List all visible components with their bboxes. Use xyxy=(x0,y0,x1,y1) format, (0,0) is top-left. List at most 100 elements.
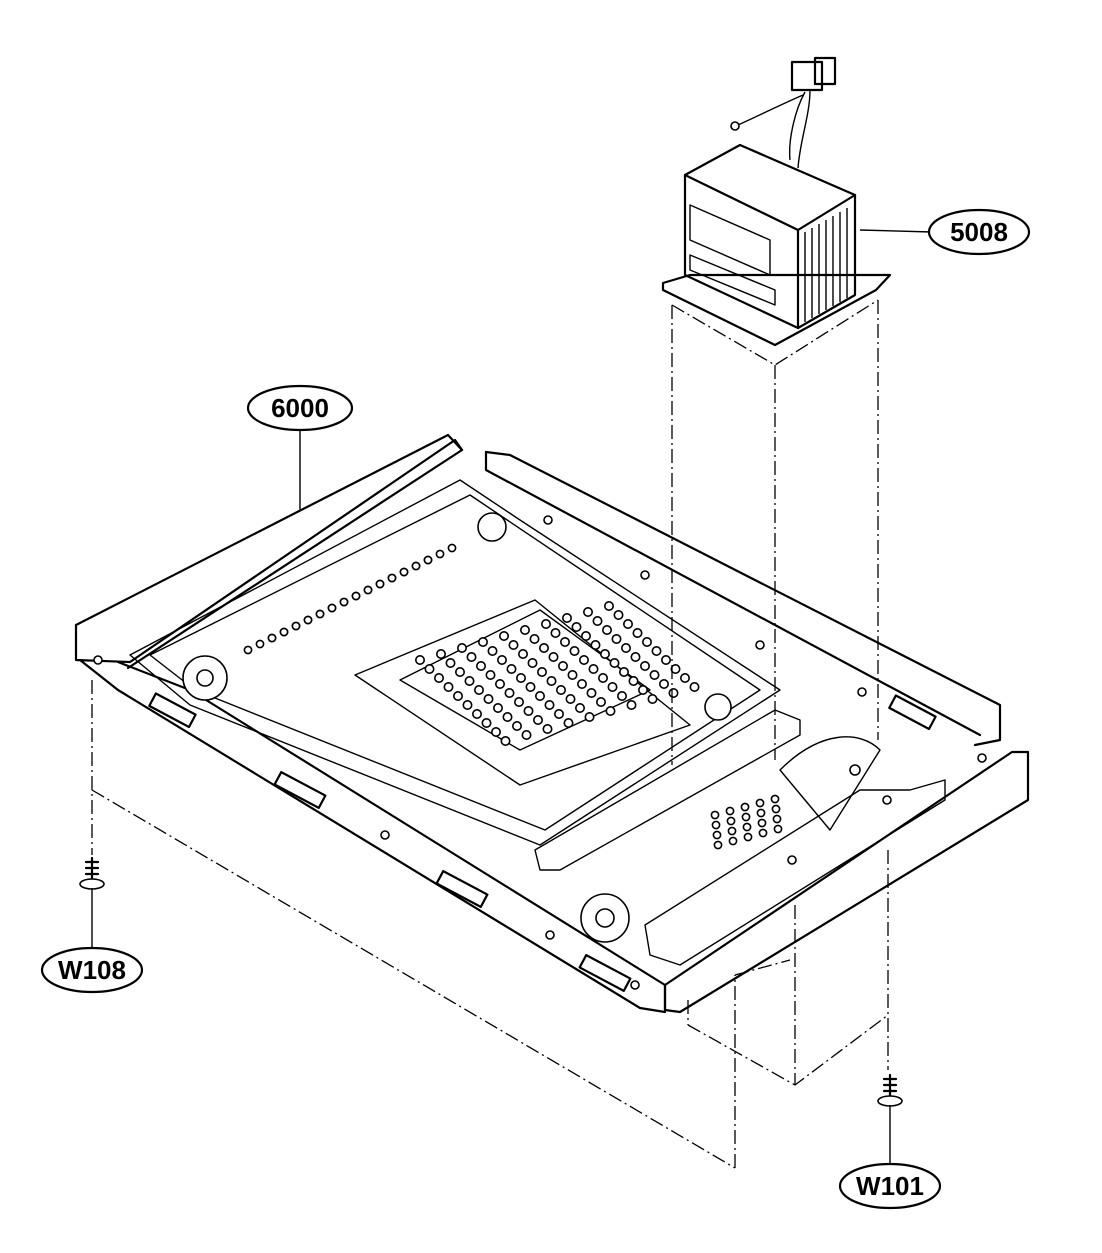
vent-hole xyxy=(452,690,463,701)
vent-hole xyxy=(529,633,540,644)
callout-5008: 5008 xyxy=(927,208,1031,256)
vent-hole xyxy=(557,660,568,671)
vent-hole xyxy=(339,597,349,607)
vent-hole xyxy=(315,609,325,619)
vent-hole xyxy=(475,660,486,671)
vent-hole xyxy=(506,663,517,674)
vent-hole xyxy=(500,735,511,746)
vent-hole xyxy=(611,633,622,644)
vent-hole xyxy=(456,642,467,653)
vent-hole xyxy=(569,645,580,656)
vent-hole xyxy=(243,645,253,655)
vent-hole xyxy=(567,669,578,680)
vent-hole xyxy=(443,681,454,692)
vent-hole xyxy=(711,820,721,830)
vent-hole xyxy=(742,822,752,832)
vent-hole xyxy=(609,657,620,668)
vent-hole xyxy=(727,826,737,836)
vent-hole xyxy=(595,696,606,707)
vent-hole xyxy=(713,840,723,850)
vent-hole xyxy=(536,666,547,677)
vent-hole-grid xyxy=(414,600,700,746)
vent-hole xyxy=(658,678,669,689)
vent-hole xyxy=(626,699,637,710)
vent-hole xyxy=(755,798,765,808)
vent-hole xyxy=(513,696,524,707)
vent-hole xyxy=(668,687,679,698)
vent-hole xyxy=(540,618,551,629)
vent-hole xyxy=(565,693,576,704)
vent-hole xyxy=(670,663,681,674)
vent-hole xyxy=(571,621,582,632)
vent-hole xyxy=(492,702,503,713)
vent-hole xyxy=(620,642,631,653)
vent-hole xyxy=(613,609,624,620)
vent-hole xyxy=(592,615,603,626)
vent-hole xyxy=(502,711,513,722)
vent-hole xyxy=(679,672,690,683)
vent-hole xyxy=(599,648,610,659)
vent-hole xyxy=(563,717,574,728)
vent-hole xyxy=(632,627,643,638)
vent-hole xyxy=(435,648,446,659)
vent-hole xyxy=(433,672,444,683)
vent-hole xyxy=(630,651,641,662)
vent-hole xyxy=(597,672,608,683)
vent-hole xyxy=(487,645,498,656)
screw-w101-icon xyxy=(877,1073,903,1107)
callout-w101: W101 xyxy=(838,1162,942,1210)
vent-hole xyxy=(481,717,492,728)
vent-hole xyxy=(758,828,768,838)
vent-hole xyxy=(483,693,494,704)
vent-hole xyxy=(411,561,421,571)
vent-hole xyxy=(464,675,475,686)
vent-hole xyxy=(660,654,671,665)
vent-hole xyxy=(454,666,465,677)
vent-hole xyxy=(647,693,658,704)
screw-w108-icon xyxy=(79,856,105,890)
vent-hole xyxy=(534,690,545,701)
vent-hole xyxy=(279,627,289,637)
callout-6000: 6000 xyxy=(246,384,354,432)
vent-hole xyxy=(517,648,528,659)
vent-hole xyxy=(637,684,648,695)
vent-hole xyxy=(504,687,515,698)
vent-hole xyxy=(521,729,532,740)
vent-hole xyxy=(651,645,662,656)
callout-6000-label: 6000 xyxy=(271,393,329,423)
vent-hole xyxy=(584,711,595,722)
vent-hole xyxy=(473,684,484,695)
assembly-guide-lines xyxy=(91,299,889,1169)
vent-hole xyxy=(423,555,433,565)
vent-hole xyxy=(576,678,587,689)
vent-hole xyxy=(445,657,456,668)
vent-hole xyxy=(485,669,496,680)
vent-hole xyxy=(466,651,477,662)
vent-hole xyxy=(586,687,597,698)
vent-hole xyxy=(532,714,543,725)
vent-hole xyxy=(559,636,570,647)
vent-hole xyxy=(616,690,627,701)
vent-hole xyxy=(255,639,265,649)
vent-hole xyxy=(618,666,629,677)
vent-hole xyxy=(712,830,722,840)
vent-hole xyxy=(740,802,750,812)
vent-hole xyxy=(580,630,591,641)
vent-hole xyxy=(574,702,585,713)
vent-hole xyxy=(414,654,425,665)
vent-hole xyxy=(561,612,572,623)
vent-hole xyxy=(351,591,361,601)
vent-hole xyxy=(726,816,736,826)
vent-hole xyxy=(471,708,482,719)
callout-w108-label: W108 xyxy=(58,955,126,985)
vent-hole xyxy=(728,836,738,846)
vent-hole xyxy=(515,672,526,683)
base-plate xyxy=(74,433,1030,1014)
vent-hole xyxy=(538,642,549,653)
vent-hole xyxy=(770,794,780,804)
vent-hole xyxy=(773,824,783,834)
vent-hole xyxy=(555,684,566,695)
vent-hole xyxy=(741,812,751,822)
vent-hole xyxy=(435,549,445,559)
